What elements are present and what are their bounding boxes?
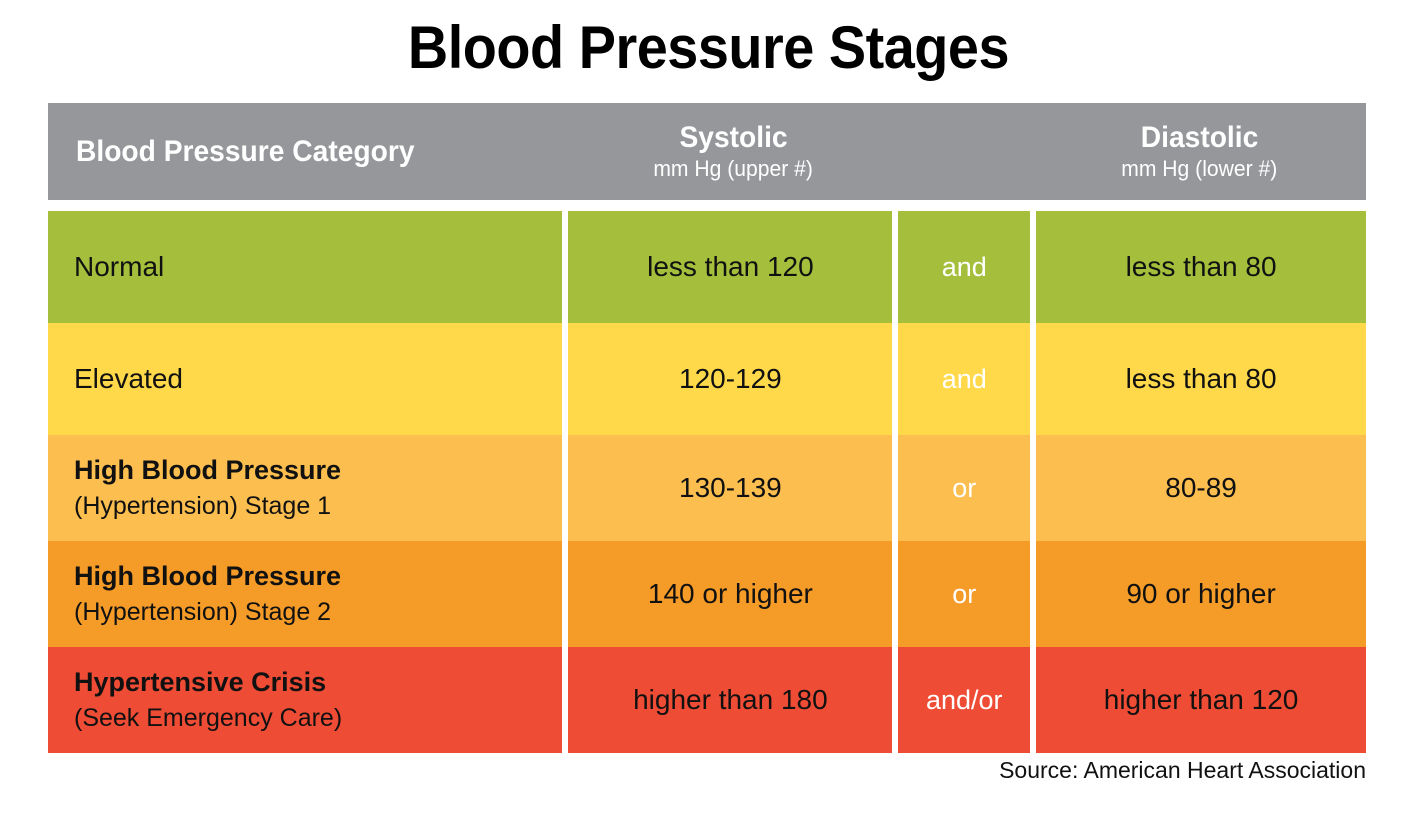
cell-systolic: higher than 180 <box>568 647 892 753</box>
column-divider <box>562 541 569 647</box>
diastolic-value: 80-89 <box>1165 472 1237 503</box>
table-row: Elevated 120-129 and less than 80 <box>48 323 1366 435</box>
source-attribution: Source: American Heart Association <box>999 757 1366 783</box>
cell-category: High Blood Pressure (Hypertension) Stage… <box>48 541 562 647</box>
diastolic-value: 90 or higher <box>1126 578 1276 609</box>
header-cell-spacer <box>900 103 1033 200</box>
header-diastolic-label: Diastolic <box>1140 120 1259 154</box>
category-label-main: Normal <box>74 251 165 283</box>
category-label-main: Elevated <box>74 363 183 395</box>
header-cell-diastolic: Diastolic mm Hg (lower #) <box>1033 103 1366 200</box>
table-row: Normal less than 120 and less than 80 <box>48 211 1366 323</box>
connector-value: or <box>952 472 977 503</box>
cell-connector: and <box>898 323 1030 435</box>
systolic-value: less than 120 <box>647 251 814 282</box>
cell-diastolic: 90 or higher <box>1036 541 1366 647</box>
column-divider <box>562 647 569 753</box>
cell-connector: or <box>898 435 1030 541</box>
table-body: Normal less than 120 and less than 80 E <box>48 211 1366 753</box>
cell-category: Normal <box>48 211 562 323</box>
cell-systolic: 120-129 <box>568 323 892 435</box>
cell-category: Elevated <box>48 323 562 435</box>
cell-diastolic: higher than 120 <box>1036 647 1366 753</box>
table-header-row: Blood Pressure Category Systolic mm Hg (… <box>48 103 1366 200</box>
diastolic-value: less than 80 <box>1125 363 1277 394</box>
systolic-value: 130-139 <box>679 472 782 503</box>
cell-connector: and/or <box>898 647 1030 753</box>
diastolic-value: less than 80 <box>1125 251 1277 282</box>
cell-systolic: 140 or higher <box>568 541 892 647</box>
column-divider <box>892 647 899 753</box>
category-label-main: Hypertensive Crisis <box>74 667 327 698</box>
column-divider <box>562 435 569 541</box>
column-divider <box>1030 323 1037 435</box>
connector-value: and/or <box>925 684 1003 715</box>
header-body-separator <box>48 200 1366 211</box>
blood-pressure-table: Blood Pressure Category Systolic mm Hg (… <box>48 103 1366 753</box>
cell-systolic: less than 120 <box>568 211 892 323</box>
column-divider <box>1030 541 1037 647</box>
header-systolic-label: Systolic <box>679 120 788 154</box>
column-divider <box>562 211 569 323</box>
page-title: Blood Pressure Stages <box>407 14 1010 81</box>
cell-connector: or <box>898 541 1030 647</box>
column-divider <box>1030 211 1037 323</box>
diastolic-value: higher than 120 <box>1103 684 1299 715</box>
column-divider <box>1030 647 1037 753</box>
column-divider <box>562 323 569 435</box>
category-label-sub: (Seek Emergency Care) <box>74 703 343 732</box>
category-label-sub: (Hypertension) Stage 2 <box>74 597 332 626</box>
column-divider <box>892 541 899 647</box>
header-diastolic-units: mm Hg (lower #) <box>1121 156 1278 182</box>
cell-connector: and <box>898 211 1030 323</box>
header-cell-systolic: Systolic mm Hg (upper #) <box>567 103 900 200</box>
cell-category: Hypertensive Crisis (Seek Emergency Care… <box>48 647 562 753</box>
table-row: High Blood Pressure (Hypertension) Stage… <box>48 435 1366 541</box>
category-label-sub: (Hypertension) Stage 1 <box>74 491 332 520</box>
header-systolic-units: mm Hg (upper #) <box>653 156 814 182</box>
connector-value: and <box>941 251 987 282</box>
cell-diastolic: 80-89 <box>1036 435 1366 541</box>
cell-category: High Blood Pressure (Hypertension) Stage… <box>48 435 562 541</box>
cell-diastolic: less than 80 <box>1036 211 1366 323</box>
category-label-main: High Blood Pressure <box>74 561 342 592</box>
cell-diastolic: less than 80 <box>1036 323 1366 435</box>
systolic-value: higher than 180 <box>633 684 828 715</box>
header-cell-category: Blood Pressure Category <box>48 103 567 200</box>
cell-systolic: 130-139 <box>568 435 892 541</box>
systolic-value: 140 or higher <box>647 578 813 609</box>
systolic-value: 120-129 <box>679 363 782 394</box>
column-divider <box>1030 435 1037 541</box>
table-row: Hypertensive Crisis (Seek Emergency Care… <box>48 647 1366 753</box>
connector-value: or <box>952 578 977 609</box>
column-divider <box>892 323 899 435</box>
connector-value: and <box>941 363 987 394</box>
header-category-label: Blood Pressure Category <box>76 135 415 168</box>
table-row: High Blood Pressure (Hypertension) Stage… <box>48 541 1366 647</box>
column-divider <box>892 435 899 541</box>
column-divider <box>892 211 899 323</box>
category-label-main: High Blood Pressure <box>74 455 342 486</box>
